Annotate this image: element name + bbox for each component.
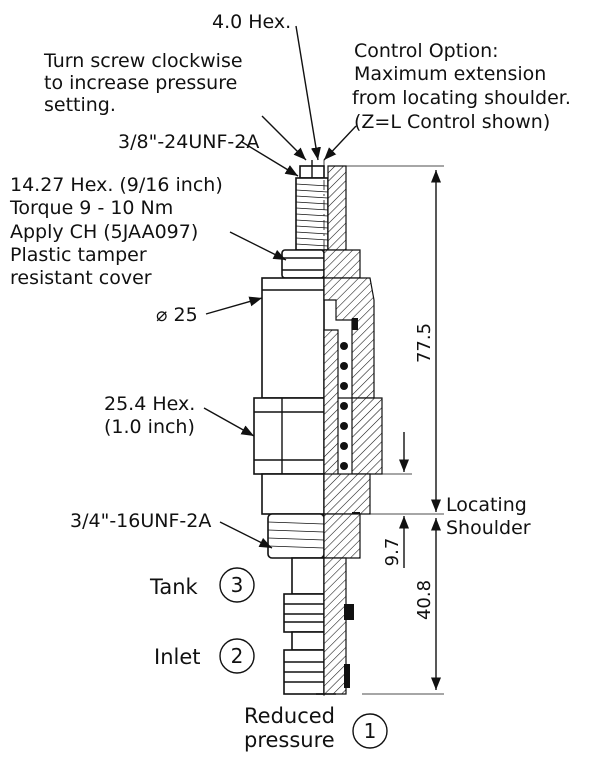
port-inlet: Inlet 2 <box>154 638 255 674</box>
hex-body-note: 25.4 Hex. (1.0 inch) <box>104 393 201 438</box>
spring <box>323 329 348 491</box>
turn-screw-line-1: Turn screw clockwise <box>43 50 243 72</box>
control-option-note: Control Option: Maximum extension from l… <box>352 40 577 133</box>
upper-body <box>261 277 375 399</box>
thread-bottom-label: 3/4"-16UNF-2A <box>70 510 211 532</box>
hex-nut-line-4: Plastic tamper <box>10 244 147 266</box>
turn-screw-note: Turn screw clockwise to increase pressur… <box>43 50 249 116</box>
hex-body-line-1: 25.4 Hex. <box>104 393 195 415</box>
dimension-lower: 40.8 <box>414 518 442 690</box>
port-reduced-pressure-line-1: Reduced <box>244 704 335 728</box>
port-tank-number: 3 <box>231 573 244 597</box>
turn-screw-line-3: setting. <box>44 94 116 116</box>
port-reduced-pressure-number: 1 <box>364 719 377 743</box>
dimension-overall-value: 77.5 <box>414 323 435 363</box>
dimension-lower-value: 40.8 <box>414 580 435 620</box>
lower-body <box>261 473 371 520</box>
locating-shoulder-line-1: Locating <box>446 494 527 516</box>
hex-nut-line-2: Torque 9 - 10 Nm <box>9 197 173 219</box>
dimension-shoulder-offset-value: 9.7 <box>382 538 403 567</box>
port-reduced-pressure-line-2: pressure <box>244 728 335 752</box>
turn-screw-line-2: to increase pressure <box>44 72 237 94</box>
locating-shoulder-line-2: Shoulder <box>446 517 531 539</box>
lower-thread <box>267 513 361 559</box>
control-option-line-3: from locating shoulder. <box>352 87 571 109</box>
port-tank-name: Tank <box>149 575 199 599</box>
dimension-overall: 77.5 <box>346 165 444 695</box>
control-option-line-4: (Z=L Control shown) <box>354 111 550 133</box>
hex-nut-line-3: Apply CH (5JAA097) <box>10 221 198 243</box>
port-inlet-name: Inlet <box>154 645 201 669</box>
adjusting-screw <box>295 160 347 251</box>
hex-nut-line-5: resistant cover <box>10 267 152 289</box>
hex-top-label: 4.0 Hex. <box>212 11 291 33</box>
diameter-label: ⌀ 25 <box>156 304 198 326</box>
port-reduced-pressure: Reduced pressure 1 <box>244 704 388 752</box>
port-tank: Tank 3 <box>149 567 255 603</box>
hex-body-line-2: (1.0 inch) <box>104 416 195 438</box>
port-inlet-number: 2 <box>231 644 244 668</box>
leader-lines <box>203 25 357 549</box>
hex-body <box>253 397 383 475</box>
dimension-shoulder-offset: 9.7 <box>370 432 444 568</box>
hex-nut-note: 14.27 Hex. (9/16 inch) Torque 9 - 10 Nm … <box>9 174 229 289</box>
locating-shoulder-label: Locating Shoulder <box>446 494 533 539</box>
hex-nut-line-1: 14.27 Hex. (9/16 inch) <box>10 174 223 196</box>
control-option-line-2: Maximum extension <box>354 63 546 85</box>
lock-nut <box>281 249 361 279</box>
port-reduced-pressure-name: Reduced pressure <box>244 704 342 752</box>
control-option-line-1: Control Option: <box>354 40 499 62</box>
thread-top-label: 3/8"-24UNF-2A <box>118 131 259 153</box>
cartridge-nose <box>283 557 354 695</box>
